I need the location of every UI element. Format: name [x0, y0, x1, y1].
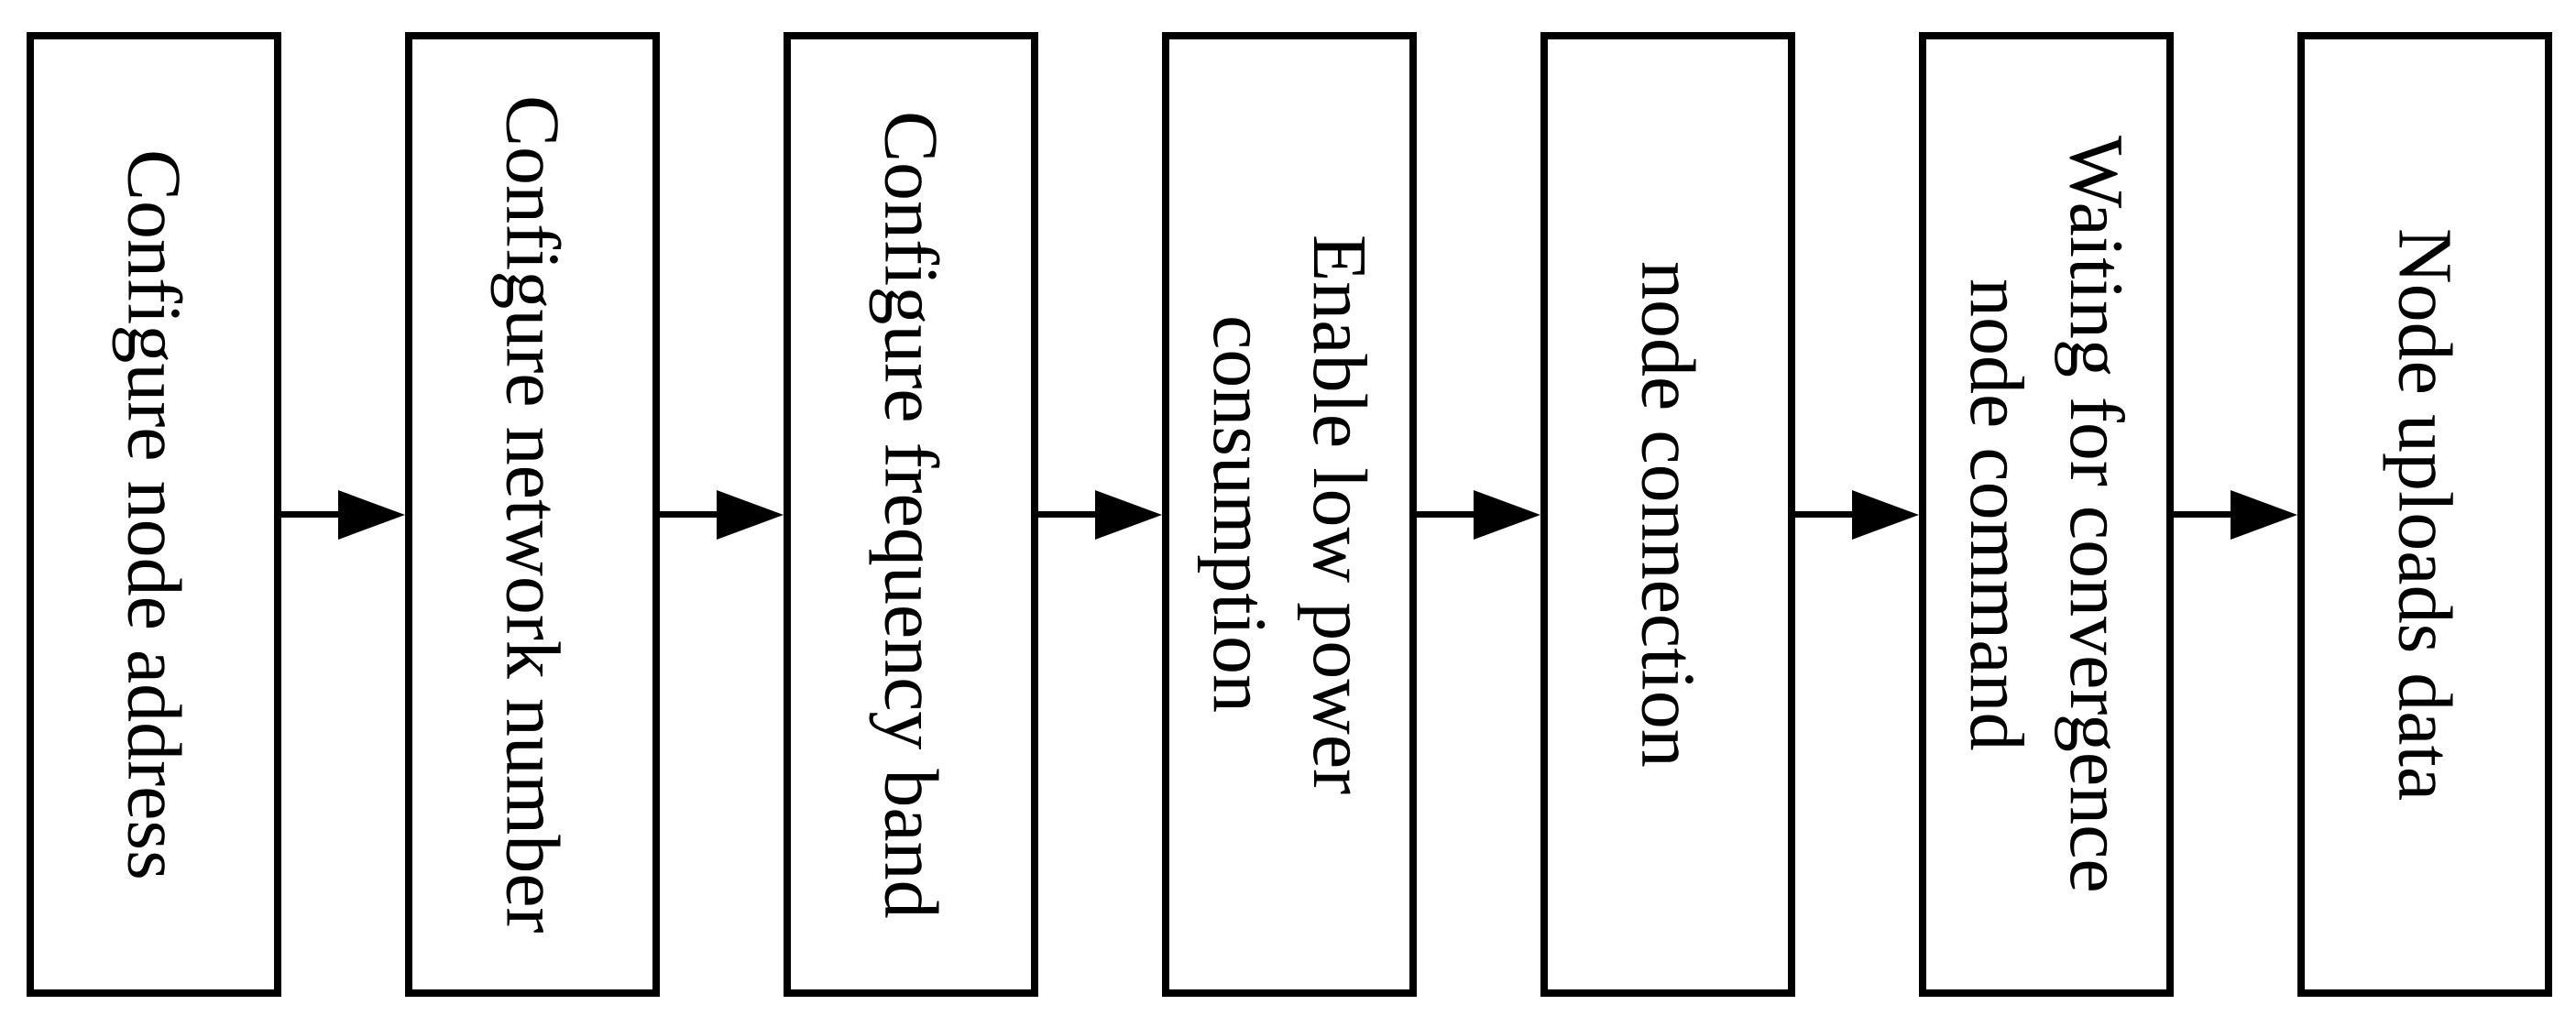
arrow-shaft: [281, 511, 338, 518]
arrow-shaft: [1038, 511, 1095, 518]
arrow: [660, 489, 784, 540]
arrow-head-icon: [1474, 489, 1540, 540]
flow-arrow-4-5: [1417, 32, 1540, 997]
flow-step-label: Node uploads data: [2382, 227, 2468, 802]
flow-arrow-6-7: [2174, 32, 2297, 997]
arrow: [281, 489, 405, 540]
arrow-shaft: [660, 511, 717, 518]
arrow-shaft: [1795, 511, 1852, 518]
arrow-head-icon: [1095, 489, 1162, 540]
flow-step-label: Waiting for convergence node command: [1954, 136, 2140, 893]
flow-step-waiting-for-convergence-node-command: Waiting for convergence node command: [1919, 32, 2174, 997]
flow-step-configure-frequency-band: Configure frequency band: [784, 32, 1038, 997]
flow-step-configure-node-address: Configure node address: [27, 32, 281, 997]
flow-step-label: Enable low power consumption: [1197, 234, 1383, 795]
arrow-head-icon: [338, 489, 405, 540]
arrow: [1417, 489, 1540, 540]
arrow: [1038, 489, 1162, 540]
flow-step-node-uploads-data: Node uploads data: [2297, 32, 2552, 997]
flow-step-enable-low-power-consumption: Enable low power consumption: [1162, 32, 1417, 997]
flow-step-label: Configure node address: [111, 148, 197, 880]
flow-step-label: Configure frequency band: [868, 110, 954, 919]
flow-arrow-1-2: [281, 32, 405, 997]
flow-arrow-5-6: [1795, 32, 1919, 997]
flow-step-label: Configure network number: [489, 95, 575, 934]
arrow-shaft: [1417, 511, 1474, 518]
arrow: [2174, 489, 2297, 540]
flow-step-label: node connection: [1625, 261, 1711, 768]
flow-arrow-2-3: [660, 32, 784, 997]
arrow-shaft: [2174, 511, 2231, 518]
flow-step-configure-network-number: Configure network number: [405, 32, 660, 997]
flow-step-node-connection: node connection: [1540, 32, 1795, 997]
arrow: [1795, 489, 1919, 540]
arrow-head-icon: [2231, 489, 2297, 540]
flow-arrow-3-4: [1038, 32, 1162, 997]
flowchart-row: Configure node address Configure network…: [27, 32, 2552, 997]
arrow-head-icon: [1852, 489, 1919, 540]
arrow-head-icon: [717, 489, 784, 540]
